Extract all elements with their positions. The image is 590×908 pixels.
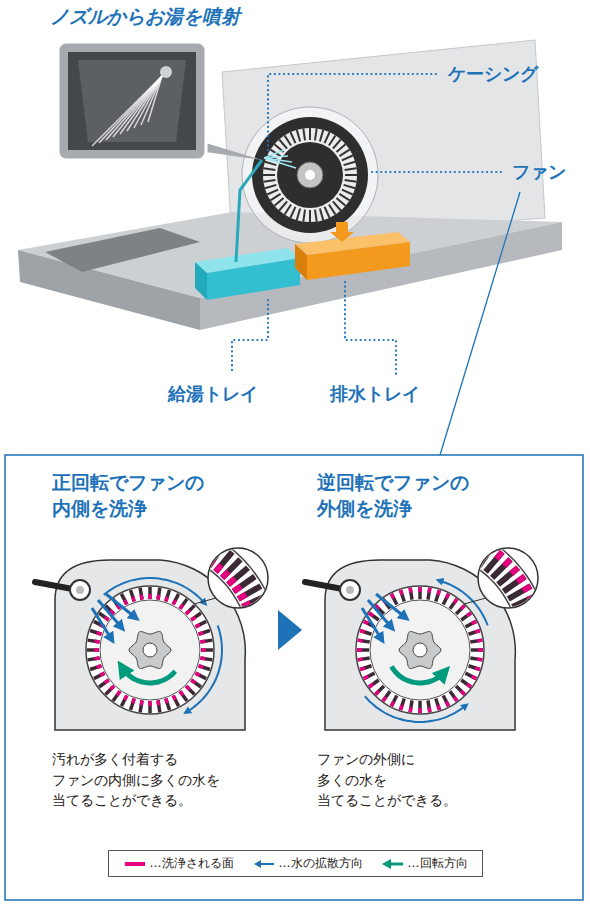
step-panel: 正回転でファンの 内側を洗浄汚れが多く付着する ファンの内側に多くの水を 当てる… [40,470,275,810]
supply-tray [195,262,207,300]
legend-sample [252,858,276,870]
range-hood [18,40,562,330]
fan-diagram [305,537,546,730]
step-arrow [278,610,302,650]
legend-item: …水の拡散方向 [252,855,363,872]
photo-inset [58,42,206,160]
legend-text: …水の拡散方向 [279,855,363,872]
panel-heading: 正回転でファンの 内側を洗浄 [40,470,204,521]
inset-wall [78,60,186,142]
part-label: 排水トレイ [330,382,420,405]
panel-body: ファンの外側に 多くの水を 当てることができる。 [305,749,457,810]
drain-tray [295,244,307,280]
part-label: ノズルからお湯を噴射 [50,4,240,29]
drain-arrow [330,222,354,242]
leader-line [372,171,505,173]
detail-panel [5,455,583,900]
part-label: ファン [512,160,566,183]
hood-back-panel [222,40,545,242]
legend-text: …回転方向 [408,855,468,872]
panel-body: 汚れが多く付着する ファンの内側に多くの水を 当てることができる。 [40,749,220,810]
part-label: 給湯トレイ [168,382,258,405]
fan-diagram [35,537,276,730]
legend-item: …洗浄される面 [123,855,234,872]
leader-line [440,192,520,455]
drain-tray [307,242,410,280]
legend: …洗浄される面 …水の拡散方向 …回転方向 [108,850,483,877]
hood-recess [45,228,200,272]
legend-sample [123,858,147,870]
part-label: ケーシング [448,62,538,85]
step-panel: 逆回転でファンの 外側を洗浄ファンの外側に 多くの水を 当てることができる。 [305,470,550,810]
leader-line [345,282,396,374]
legend-text: …洗浄される面 [150,855,234,872]
hood-side [200,222,562,330]
panel-heading: 逆回転でファンの 外側を洗浄 [305,470,469,521]
leader-line [232,300,268,374]
fan [242,107,378,243]
supply-tray [207,258,300,300]
legend-sample [381,858,405,870]
legend-item: …回転方向 [381,855,468,872]
leader-line [268,74,440,150]
